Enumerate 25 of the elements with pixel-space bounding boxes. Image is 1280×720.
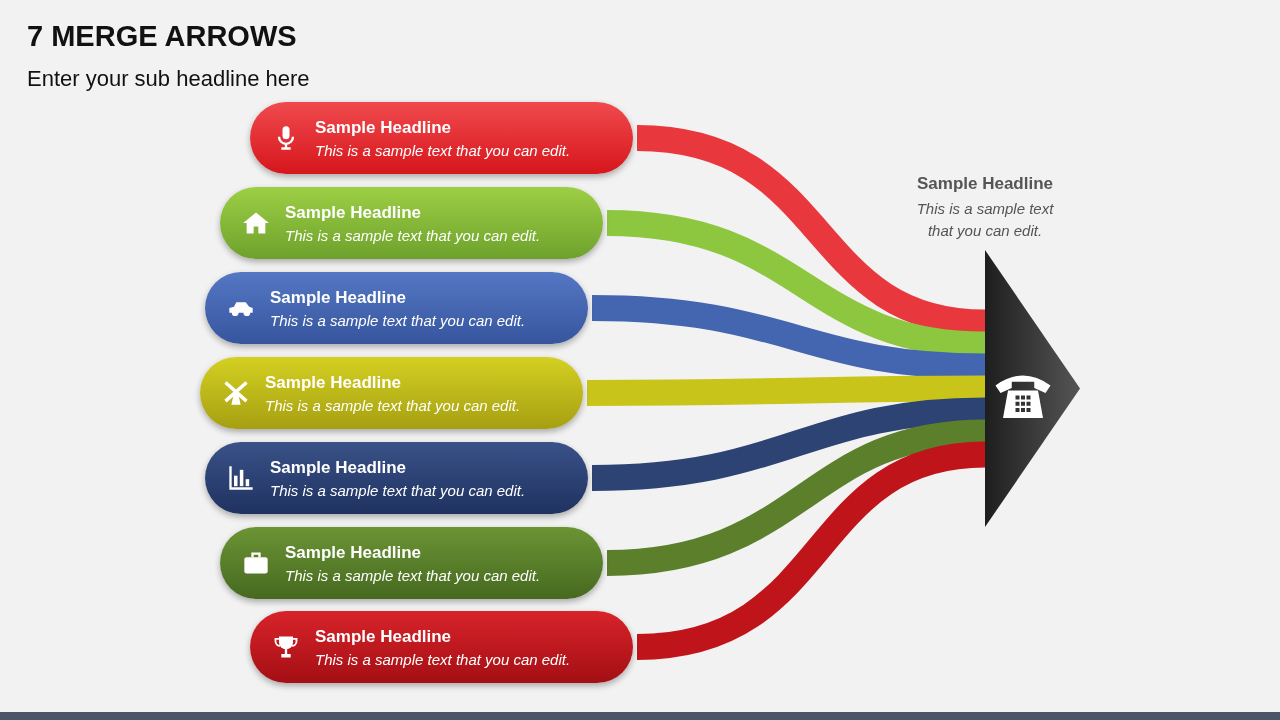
body-text: This is a sample text that you can edit.: [270, 482, 526, 499]
headline-pill: [250, 611, 633, 683]
body-text: This is a sample text that you can edit.: [285, 227, 541, 244]
body-text: This is a sample text that you can edit.: [315, 142, 571, 159]
subtitle: Enter your sub headline here: [27, 66, 310, 92]
headline: Sample Headline: [315, 627, 452, 647]
body-text: This is a sample text that you can edit.: [915, 199, 1055, 241]
headline: Sample Headline: [915, 174, 1055, 194]
headline-pill: [220, 187, 603, 259]
headline-pill: [205, 272, 588, 344]
headline: Sample Headline: [285, 543, 422, 563]
headline-pill: [205, 442, 588, 514]
headline-pill: [250, 102, 633, 174]
headline: Sample Headline: [285, 203, 422, 223]
headline-pill: [220, 527, 603, 599]
body-text: This is a sample text that you can edit.: [270, 312, 526, 329]
headline: Sample Headline: [265, 373, 402, 393]
headline: Sample Headline: [270, 458, 407, 478]
headline: Sample Headline: [270, 288, 407, 308]
body-text: This is a sample text that you can edit.: [265, 397, 521, 414]
body-text: This is a sample text that you can edit.: [315, 651, 571, 668]
headline: Sample Headline: [315, 118, 452, 138]
body-text: This is a sample text that you can edit.: [285, 567, 541, 584]
headline-pill: [200, 357, 583, 429]
slide-title: 7 MERGE ARROWS: [27, 20, 297, 53]
